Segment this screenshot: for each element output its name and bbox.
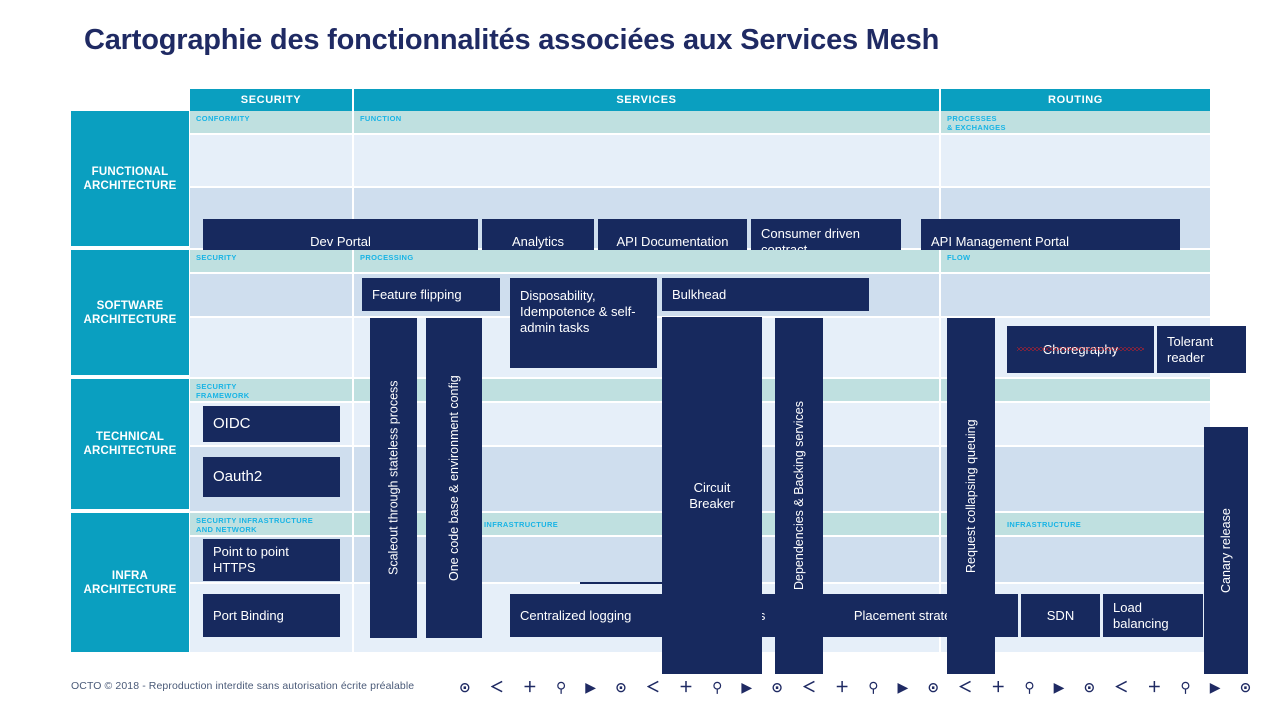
band-row-empty: [190, 135, 1210, 186]
box-centralized-logging[interactable]: Centralized logging: [510, 594, 665, 637]
row-label-infra-architecture: INFRA ARCHITECTURE: [71, 513, 189, 652]
row-label-functional-architecture: FUNCTIONAL ARCHITECTURE: [71, 111, 189, 248]
subheader-security: SECURITY: [190, 250, 354, 272]
box-feature-flipping[interactable]: Feature flipping: [362, 278, 500, 311]
box-choregraphy[interactable]: Choregraphy: [1007, 326, 1154, 373]
box-canary-release[interactable]: Canary release: [1204, 427, 1248, 674]
box-tolerant-reader[interactable]: Tolerant reader: [1157, 326, 1246, 373]
band-infra-architecture: SECURITY INFRASTRUCTURE AND NETWORK INFR…: [190, 513, 1210, 652]
box-one-code-base-environment-config[interactable]: One code base & environment config: [426, 318, 482, 638]
band-functional-architecture: CONFORMITY FUNCTION PROCESSES & EXCHANGE…: [190, 111, 1210, 264]
box-request-collapsing-queuing[interactable]: Request collapsing queuing: [947, 318, 995, 674]
subheader-label: FLOW: [947, 253, 971, 262]
subheader-security-framework: SECURITY FRAMEWORK: [190, 379, 354, 401]
box-dependencies-backing-services[interactable]: Dependencies & Backing services: [775, 318, 823, 674]
row-label-text: INFRA ARCHITECTURE: [83, 569, 177, 596]
row-label-text: SOFTWARE ARCHITECTURE: [83, 299, 177, 326]
box-oidc[interactable]: OIDC: [203, 406, 340, 442]
subheader-label: INFRASTRUCTURE: [1007, 520, 1082, 529]
row-label-software-architecture: SOFTWARE ARCHITECTURE: [71, 250, 189, 377]
box-load-balancing[interactable]: Load balancing: [1103, 594, 1203, 637]
subheader-technical-right: [941, 379, 1210, 401]
footer: OCTO © 2018 - Reproduction interdite san…: [71, 676, 1263, 700]
column-header-row: SECURITY SERVICES ROUTING: [190, 89, 1210, 111]
column-header-services: SERVICES: [354, 89, 939, 111]
box-disposability-idempotence[interactable]: Disposability, Idempotence & self-admin …: [510, 278, 657, 368]
spellcheck-underline: [1017, 347, 1144, 351]
box-point-to-point-https[interactable]: Point to point HTTPS: [203, 539, 340, 581]
column-header-routing: ROUTING: [941, 89, 1210, 111]
box-bulkhead[interactable]: Bulkhead: [662, 278, 869, 311]
cell-security: [190, 135, 354, 186]
box-port-binding[interactable]: Port Binding: [203, 594, 340, 637]
box-oauth2[interactable]: Oauth2: [203, 457, 340, 497]
subheader-label: INFRASTRUCTURE: [484, 520, 559, 529]
box-circuit-breaker[interactable]: Circuit Breaker: [662, 317, 762, 674]
subheader-security-infrastructure-network: SECURITY INFRASTRUCTURE AND NETWORK: [190, 513, 354, 535]
cell-services: [354, 135, 941, 186]
row-label-text: FUNCTIONAL ARCHITECTURE: [83, 165, 177, 192]
subheader-label: SECURITY: [196, 253, 237, 262]
subheader-infrastructure-routing: INFRASTRUCTURE: [941, 513, 1210, 535]
row-label-text: TECHNICAL ARCHITECTURE: [83, 431, 177, 457]
subheader-function: FUNCTION: [354, 111, 941, 133]
cell-routing: [941, 135, 1210, 186]
subheader-processes-exchanges: PROCESSES & EXCHANGES: [941, 111, 1210, 133]
subheader-label: SECURITY FRAMEWORK: [196, 382, 250, 400]
row-label-technical-architecture: TECHNICAL ARCHITECTURE: [71, 379, 189, 511]
column-header-label: SECURITY: [240, 94, 302, 106]
column-header-label: SERVICES: [616, 94, 677, 106]
subheader-flow: FLOW: [941, 250, 1210, 272]
box-sdn[interactable]: SDN: [1021, 594, 1100, 637]
subheader-conformity: CONFORMITY: [190, 111, 354, 133]
subheader-label: CONFORMITY: [196, 114, 250, 123]
column-header-label: ROUTING: [1048, 94, 1103, 106]
cell-security: [190, 318, 354, 377]
box-scaleout-stateless-process[interactable]: Scaleout through stateless process: [370, 318, 417, 638]
cell-security: [190, 274, 354, 316]
column-header-security: SECURITY: [190, 89, 352, 111]
footer-copyright: OCTO © 2018 - Reproduction interdite san…: [71, 680, 415, 692]
subheader-label: SECURITY INFRASTRUCTURE AND NETWORK: [196, 516, 314, 534]
footer-decorative-icons: ⊙ ＜ ＋ ⚲ ▶ ⊙ ＜ ＋ ⚲ ▶ ⊙ ＜ ＋ ⚲ ▶ ⊙ ＜ ＋ ⚲ ▶ …: [459, 680, 1263, 696]
matrix-grid: SECURITY SERVICES ROUTING CONFORMITY FUN…: [190, 89, 1248, 674]
subheader-label: FUNCTION: [360, 114, 402, 123]
cell-routing: [941, 274, 1210, 316]
subheader-processing: PROCESSING: [354, 250, 941, 272]
subheader-label: PROCESSING: [360, 253, 414, 262]
subheader-label: PROCESSES & EXCHANGES: [947, 114, 1006, 132]
page-title: Cartographie des fonctionnalités associé…: [84, 24, 940, 56]
capability-matrix: FUNCTIONAL ARCHITECTURE SOFTWARE ARCHITE…: [71, 89, 1248, 674]
row-label-column: FUNCTIONAL ARCHITECTURE SOFTWARE ARCHITE…: [71, 89, 189, 652]
